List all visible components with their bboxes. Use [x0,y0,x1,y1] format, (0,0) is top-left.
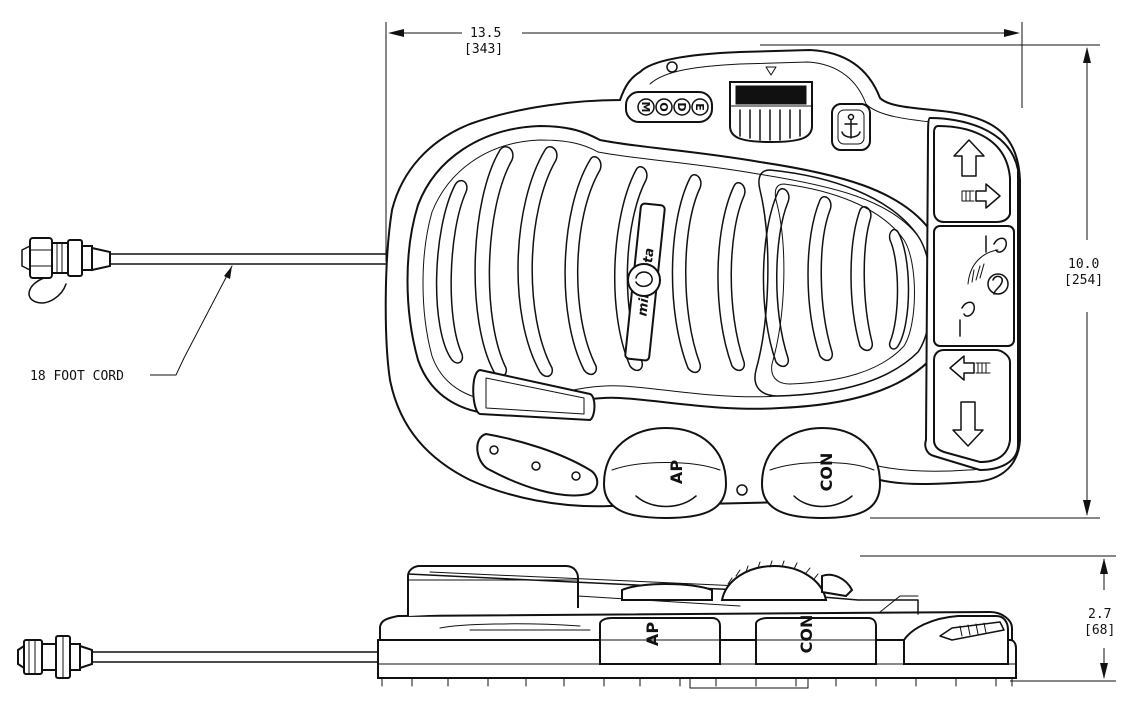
con-button: CON [760,426,882,520]
con-button-label: CON [817,453,836,492]
side-con-label: CON [797,615,816,654]
mode-letter-1: M [639,102,652,113]
mode-plate: M O D E [625,91,713,123]
width-dimension: 13.5 [343] [385,22,1023,262]
cord-exit-tab [476,432,599,497]
speed-mode-button [933,225,1015,347]
down-arrow-icon [952,401,984,447]
height-value: 10.0 [1068,257,1099,272]
width-value: 13.5 [470,26,501,41]
depth-value: 2.7 [1088,607,1111,622]
height-dimension: 10.0 [254] [760,44,1103,519]
right-arrow-icon [975,183,1001,209]
cord-connector [21,237,111,304]
ap-button: AP [602,426,728,520]
heel-pad [472,368,596,422]
fast-speed-icon [993,237,1007,253]
height-metric: [254] [1064,273,1103,288]
base-feet [381,677,1013,689]
anchor-button [831,103,871,151]
pedal-top-view: minnkota M O D E [384,48,1021,520]
side-con-button: CON [755,615,877,665]
anchor-icon [841,119,861,139]
mode-letter-3: D [675,102,688,111]
depth-metric: [68] [1084,623,1115,638]
grip-ribs [435,146,910,378]
left-arrow-icon [949,355,975,381]
ap-button-label: AP [667,460,686,484]
reverse-steer-button [933,349,1011,464]
depth-dimension: 2.7 [68] [860,555,1116,682]
mode-letter-2: O [657,102,670,111]
cord-top-view: 18 FOOT CORD [21,237,387,384]
side-speed-wheel [720,564,828,601]
side-cord-connector [17,635,93,679]
speed-wheel [729,66,813,144]
side-ap-button: AP [599,617,721,665]
cord-label: 18 FOOT CORD [30,369,124,384]
width-metric: [343] [464,42,503,57]
side-ap-label: AP [643,622,662,646]
slow-speed-icon [961,301,975,317]
mode-letter-4: E [693,103,706,111]
pedal-side-view: AP CON [17,560,1017,689]
forward-steer-button [933,124,1011,223]
up-arrow-icon [953,139,985,177]
